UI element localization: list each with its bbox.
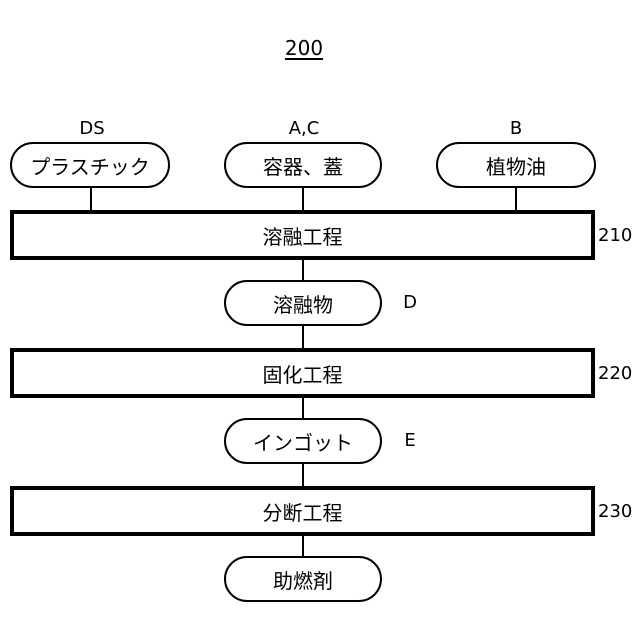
cutting-step-ref: 230 [598, 501, 632, 522]
input-vegetable-oil-node: 植物油 [436, 142, 596, 188]
melting-step-ref: 210 [598, 225, 632, 246]
input-tag-ds: DS [70, 118, 114, 139]
solidification-step-ref: 220 [598, 363, 632, 384]
connector-line [302, 326, 304, 348]
input-plastic-node: プラスチック [10, 142, 170, 188]
input-tag-b: B [500, 118, 532, 139]
connector-line [302, 464, 304, 486]
connector-line [515, 188, 517, 210]
melt-node: 溶融物 [224, 280, 382, 326]
connector-line [302, 536, 304, 556]
melt-tag: D [400, 292, 420, 313]
input-container-lid-node: 容器、蓋 [224, 142, 382, 188]
ingot-tag: E [400, 430, 420, 451]
connector-line [302, 188, 304, 210]
connector-line [90, 188, 92, 210]
input-tag-ac: A,C [272, 118, 336, 139]
cutting-step-box: 分断工程 [10, 486, 595, 536]
connector-line [302, 398, 304, 418]
figure-number: 200 [280, 36, 328, 60]
ingot-node: インゴット [224, 418, 382, 464]
solidification-step-box: 固化工程 [10, 348, 595, 398]
melting-step-box: 溶融工程 [10, 210, 595, 260]
combustion-aid-node: 助燃剤 [224, 556, 382, 602]
connector-line [302, 260, 304, 280]
